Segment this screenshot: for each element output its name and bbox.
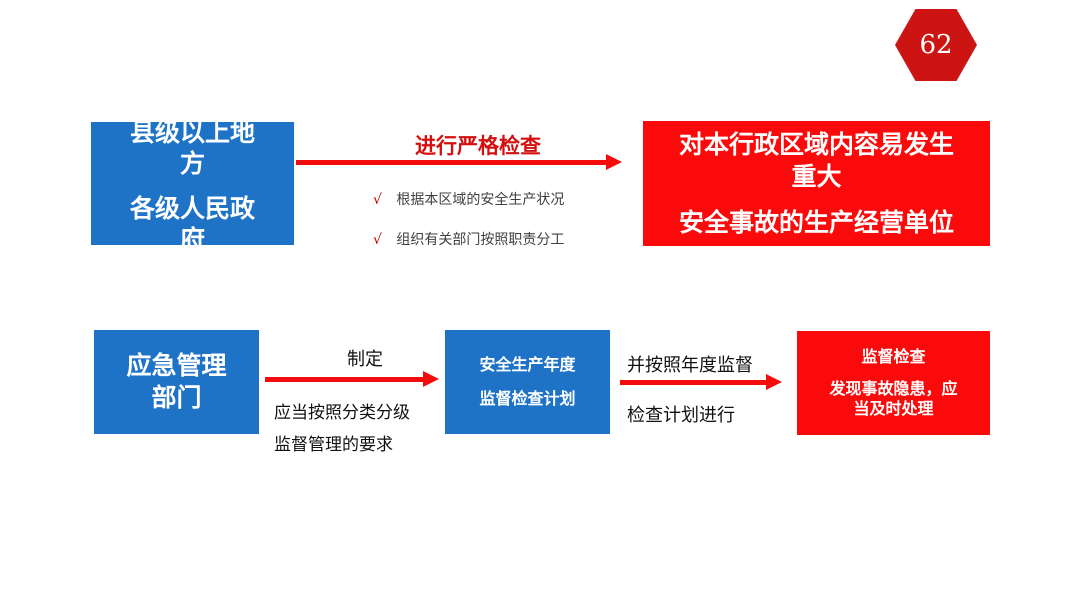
target-units-line1: 对本行政区域内容易发生: [678, 129, 954, 159]
annual-plan-line1: 安全生产年度: [479, 355, 576, 374]
note-item-2-text: 组织有关部门按照职责分工: [396, 232, 565, 248]
strict-inspection-label: 进行严格检查: [415, 134, 541, 158]
annual-plan-box: 安全生产年度 监督检查计划: [445, 330, 610, 434]
supervision-check-box: 监督检查 发现事故隐患，应 当及时处理: [797, 331, 990, 435]
formulate-label: 制定: [347, 349, 383, 370]
annual-plan-line2: 监督检查计划: [479, 389, 576, 408]
row1-arrow-head: [606, 154, 622, 170]
emergency-management-line1: 应急管理: [126, 351, 227, 380]
page-number: 62: [919, 30, 953, 60]
target-units-box: 对本行政区域内容易发生 重大 安全事故的生产经营单位: [643, 121, 990, 246]
county-government-line1: 县级以上地: [129, 122, 255, 147]
note-item-1-text: 根据本区域的安全生产状况: [396, 192, 565, 208]
county-government-line3: 各级人民政: [129, 193, 255, 223]
checkmark-icon: √: [373, 192, 382, 208]
classification-note-line1: 应当按照分类分级: [274, 403, 410, 423]
supervision-check-line3: 当及时处理: [853, 399, 934, 418]
according-plan-label-line1: 并按照年度监督: [627, 355, 753, 376]
checkmark-icon: √: [373, 232, 382, 248]
emergency-management-line2: 部门: [151, 383, 202, 412]
row2-arrow1-head: [423, 371, 439, 387]
row2-arrow1-line: [265, 377, 423, 382]
emergency-management-box: 应急管理 部门: [94, 330, 259, 434]
county-government-box: 县级以上地 方 各级人民政 府: [91, 122, 294, 245]
supervision-check-line1: 监督检查: [861, 347, 926, 366]
row1-arrow-line: [296, 160, 606, 165]
page-number-badge: 62: [895, 9, 977, 81]
according-plan-label-line2: 检查计划进行: [627, 405, 735, 426]
row2-arrow2-head: [766, 374, 782, 390]
target-units-line3: 安全事故的生产经营单位: [678, 207, 954, 237]
county-government-line2: 方: [179, 148, 205, 178]
note-item-2: √ 组织有关部门按照职责分工: [373, 229, 564, 249]
note-item-1: √ 根据本区域的安全生产状况: [373, 189, 564, 209]
supervision-check-line2: 发现事故隐患，应: [829, 379, 958, 398]
county-government-line4: 府: [179, 224, 205, 246]
target-units-line2: 重大: [791, 161, 842, 191]
row2-arrow2-line: [620, 380, 768, 385]
classification-note-line2: 监督管理的要求: [274, 435, 393, 455]
